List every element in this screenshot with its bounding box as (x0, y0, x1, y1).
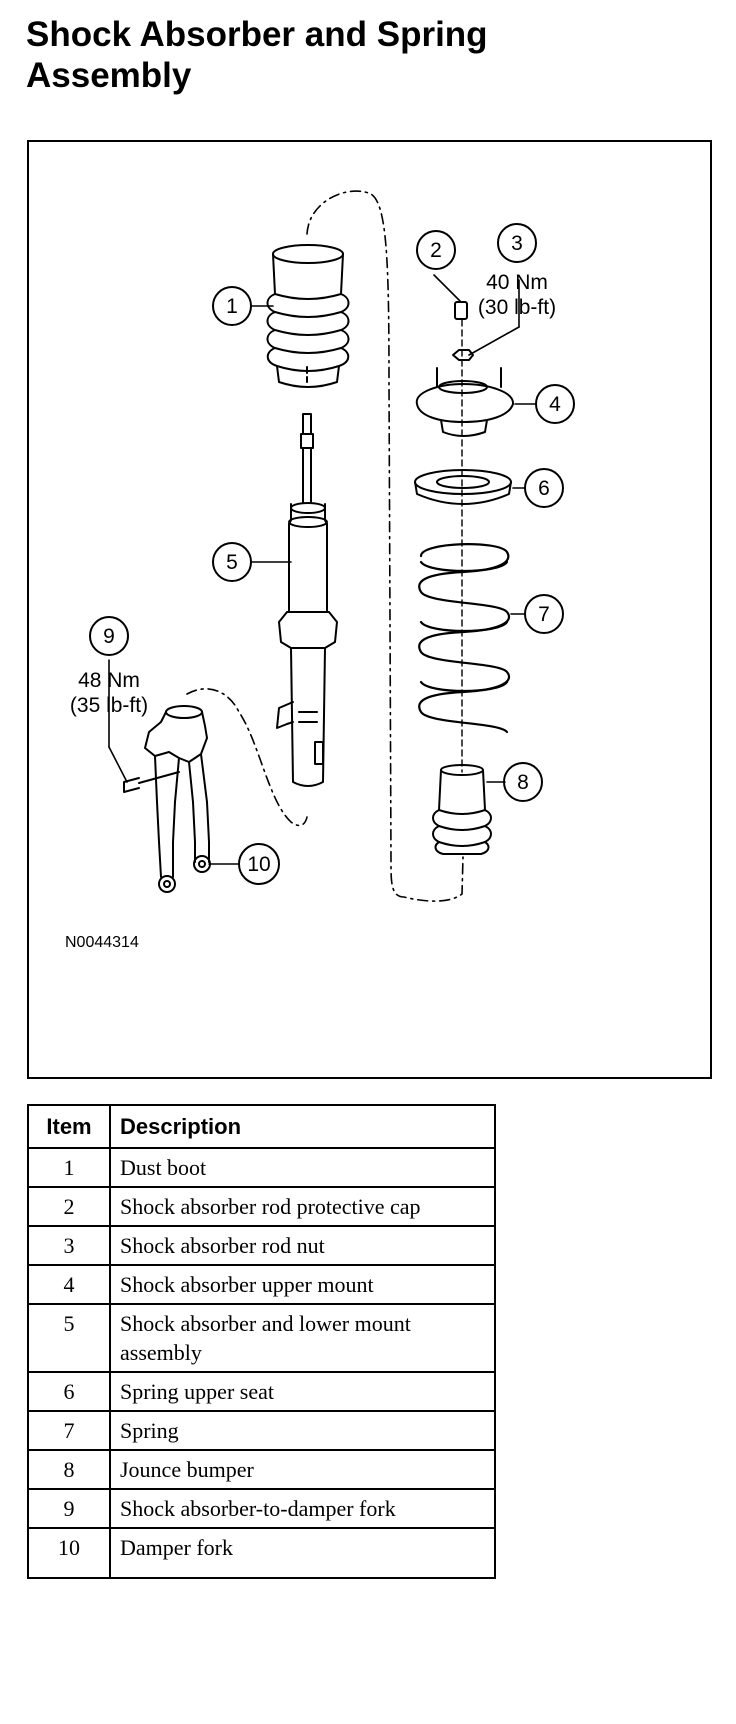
figure-id-label: N0044314 (65, 934, 139, 951)
item-number: 5 (27, 1303, 111, 1373)
item-description: Shock absorber rod protective cap (109, 1186, 496, 1227)
item-number: 1 (27, 1147, 111, 1188)
callout-number: 7 (538, 603, 550, 626)
callout-6: 6 (524, 468, 564, 508)
item-number: 9 (27, 1488, 111, 1529)
shock-absorber-part (276, 413, 338, 787)
callout-2: 2 (416, 230, 456, 270)
item-description: Damper fork (109, 1527, 496, 1579)
spring-upper-seat-part (414, 469, 512, 505)
item-description: Shock absorber-to-damper fork (109, 1488, 496, 1529)
item-number: 4 (27, 1264, 111, 1305)
callout-number: 6 (538, 477, 550, 500)
item-description: Jounce bumper (109, 1449, 496, 1490)
item-number: 7 (27, 1410, 111, 1451)
callout-7: 7 (524, 594, 564, 634)
column-header-description: Description (109, 1104, 496, 1149)
callout-number: 5 (226, 551, 238, 574)
torque-spec-nm: 40 Nm (486, 271, 548, 294)
callout-8: 8 (503, 762, 543, 802)
jounce-bumper-part (432, 764, 492, 855)
table-row: 8 Jounce bumper (27, 1449, 496, 1490)
table-row: 9 Shock absorber-to-damper fork (27, 1488, 496, 1529)
item-number: 10 (27, 1527, 111, 1579)
exploded-view-diagram: 1 2 3 40 Nm (30 lb-ft) 4 5 6 7 (27, 140, 712, 1079)
table-row: 4 Shock absorber upper mount (27, 1264, 496, 1305)
leader-lines (108, 274, 536, 865)
callout-number: 8 (517, 771, 529, 794)
column-header-item: Item (27, 1104, 111, 1149)
callout-1: 1 (212, 286, 252, 326)
item-description: Shock absorber and lower mount assembly (109, 1303, 496, 1373)
assembly-route-line (306, 190, 464, 902)
callout-number: 1 (226, 295, 238, 318)
callout-9: 9 48 Nm (35 lb-ft) (70, 616, 148, 717)
parts-table: Item Description 1 Dust boot 2 Shock abs… (27, 1104, 496, 1579)
torque-spec-lbft: (35 lb-ft) (70, 694, 148, 717)
torque-spec-nm: 48 Nm (78, 669, 140, 692)
item-description: Dust boot (109, 1147, 496, 1188)
diagram-canvas: 1 2 3 40 Nm (30 lb-ft) 4 5 6 7 (65, 190, 575, 951)
coil-spring-part (418, 543, 510, 734)
table-row: 3 Shock absorber rod nut (27, 1225, 496, 1266)
dust-boot-part (266, 244, 350, 388)
table-row: 6 Spring upper seat (27, 1371, 496, 1412)
item-number: 3 (27, 1225, 111, 1266)
table-row: 5 Shock absorber and lower mount assembl… (27, 1303, 496, 1373)
table-row: 2 Shock absorber rod protective cap (27, 1186, 496, 1227)
callout-3: 3 40 Nm (30 lb-ft) (478, 223, 556, 319)
assembly-route-line-lower (186, 688, 308, 827)
torque-spec-lbft: (30 lb-ft) (478, 296, 556, 319)
table-header-row: Item Description (27, 1104, 496, 1149)
callout-4: 4 (535, 384, 575, 424)
item-description: Shock absorber rod nut (109, 1225, 496, 1266)
item-description: Spring (109, 1410, 496, 1451)
item-description: Spring upper seat (109, 1371, 496, 1412)
callout-number: 3 (511, 232, 523, 255)
page-title: Shock Absorber and Spring Assembly (26, 15, 488, 95)
item-number: 2 (27, 1186, 111, 1227)
callout-10: 10 (238, 843, 280, 885)
table-row: 7 Spring (27, 1410, 496, 1451)
callout-number: 2 (430, 239, 442, 262)
callout-5: 5 (212, 542, 252, 582)
item-number: 8 (27, 1449, 111, 1490)
item-number: 6 (27, 1371, 111, 1412)
rod-nut-part (452, 349, 474, 361)
upper-mount-part (415, 367, 514, 437)
callout-number: 9 (103, 625, 115, 648)
rod-cap-part (454, 301, 468, 320)
damper-fork-part (123, 705, 211, 893)
table-row: 1 Dust boot (27, 1147, 496, 1188)
callout-number: 4 (549, 393, 561, 416)
table-row: 10 Damper fork (27, 1527, 496, 1579)
item-description: Shock absorber upper mount (109, 1264, 496, 1305)
callout-number: 10 (247, 853, 270, 876)
